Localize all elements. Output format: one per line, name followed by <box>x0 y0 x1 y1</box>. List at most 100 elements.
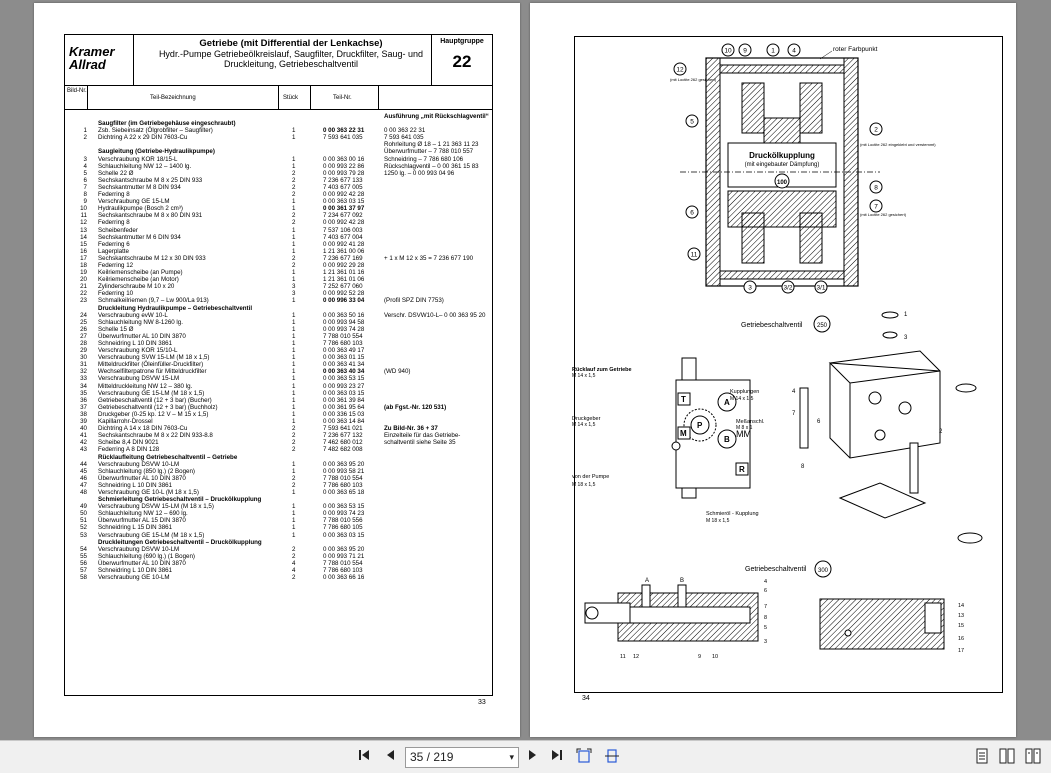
callout-right-7-label: 7 <box>874 204 878 211</box>
row-quantity: 1 <box>292 361 296 369</box>
callout-bottom-2-label: 3/1 <box>816 285 825 292</box>
table-row: 37 Getriebeschaltventil (12 + 3 bar) (Buc… <box>65 404 492 411</box>
row-quantity: 1 <box>292 410 296 418</box>
row-bild-nr: 44 <box>80 460 87 468</box>
document-viewport[interactable]: Kramer Allrad Getriebe (mit Differential… <box>0 0 1051 740</box>
row-bild-nr: 45 <box>80 467 87 475</box>
row-bild-nr: 55 <box>80 552 87 560</box>
callout-e8: 7 <box>792 411 796 417</box>
thread-ruecklauf: M 14 x 1,5 <box>572 373 596 379</box>
row-quantity: 1 <box>292 311 296 319</box>
single-page-view-icon[interactable] <box>973 748 991 766</box>
row-bild-nr: 1 <box>83 127 87 135</box>
row-description: Sechskantschraube M 12 x 30 DIN 933 <box>98 254 206 262</box>
row-bild-nr: 42 <box>80 439 87 447</box>
row-part-number: 0 00 363 03 15 <box>323 531 365 539</box>
row-bild-nr: 28 <box>80 340 87 347</box>
row-quantity: 2 <box>292 481 296 489</box>
row-part-number: 0 00 363 40 34 <box>323 368 365 376</box>
row-bild-nr: 10 <box>80 205 87 213</box>
callout-e6: 2 <box>939 429 943 435</box>
row-part-number: 7 786 680 105 <box>323 524 363 532</box>
row-description: Verschraubung GE 10-LM <box>98 574 170 582</box>
clutch-section-drawing: Druckölkupplung (mit eingebauter Dämpfun… <box>670 46 936 287</box>
page-selector[interactable]: 35 / 219 ▾ <box>405 747 519 768</box>
callout-top-1-label: 1 <box>771 48 775 55</box>
row-description: Verschraubung DSVW 15-LM (M 18 x 1,5) <box>98 503 214 511</box>
row-quantity: 2 <box>292 183 296 191</box>
row-description: Federring 12 <box>98 261 134 269</box>
last-page-icon[interactable] <box>548 748 566 766</box>
two-page-view-icon[interactable] <box>998 748 1016 766</box>
row-description: Dichtring A 22 x 29 DIN 7603-Cu <box>98 134 188 142</box>
row-quantity: 2 <box>292 176 296 184</box>
row-quantity: 1 <box>292 134 296 142</box>
col-teilnr: Teil-Nr. <box>333 95 352 101</box>
row-part-number: 7 786 680 103 <box>323 481 363 489</box>
row-description: Überwurfmutter AL 10 DIN 3870 <box>98 474 186 482</box>
row-bild-nr: 16 <box>80 247 87 255</box>
row-part-number: 7 788 010 554 <box>323 474 363 482</box>
row-description: Zylinderschraube M 10 x 20 <box>98 283 175 291</box>
row-quantity: 2 <box>292 212 296 220</box>
row-description: Getriebeschaltventil (12 + 3 bar) (Buche… <box>98 396 212 404</box>
row-part-number: 0 00 992 42 28 <box>323 219 365 227</box>
chevron-down-icon: ▾ <box>509 752 514 762</box>
row-note: 7 593 641 035 <box>384 134 424 142</box>
row-note: schaltventil siehe Seite 35 <box>384 439 456 447</box>
callout-left-6-label: 6 <box>690 210 694 217</box>
prev-page-icon[interactable] <box>381 748 399 766</box>
row-quantity: 1 <box>292 517 296 525</box>
row-description: Sechskantschraube M 8 x 25 DIN 933 <box>98 176 203 184</box>
callout-s9: 9 <box>698 654 701 660</box>
label-schmieroel: Schmieröl - Kupplung <box>706 511 759 517</box>
row-part-number: 0 00 993 74 28 <box>323 325 365 333</box>
callout-s13: 13 <box>958 613 964 619</box>
row-note: + 1 x M 12 x 35 = 7 236 677 190 <box>384 254 474 262</box>
row-part-number: 7 593 641 035 <box>323 134 363 142</box>
port-p: P <box>697 421 703 430</box>
row-description: Getriebeschaltventil (12 + 3 bar) (Buchh… <box>98 403 218 411</box>
table-row: Schmierleitung Getriebeschaltventil – Dr… <box>65 496 492 503</box>
row-bild-nr: 50 <box>80 510 87 518</box>
loctite-note-7: (mit Loctite 262 gesichert) <box>860 212 907 217</box>
row-bild-nr: 37 <box>80 403 87 411</box>
valve-exploded-drawing: Getriebeschaltventil 250 4 7 8 1 <box>741 311 983 544</box>
row-bild-nr: 27 <box>80 332 87 340</box>
row-quantity: 1 <box>292 155 296 163</box>
callout-left-12-label: 12 <box>676 67 684 74</box>
parts-table-frame: Kramer Allrad Getriebe (mit Differential… <box>64 34 493 696</box>
row-bild-nr: 22 <box>80 290 87 298</box>
callout-top-4: 4 <box>787 43 801 57</box>
fit-width-icon[interactable] <box>603 748 621 766</box>
row-part-number: 1 21 361 01 06 <box>323 276 365 284</box>
fit-page-icon[interactable] <box>575 748 593 766</box>
row-description: Mitteldruckfilter (Öleinfüller-Druckfilt… <box>98 361 204 369</box>
callout-left-12: 12 <box>673 62 687 76</box>
first-page-icon[interactable] <box>355 748 373 766</box>
row-part-number: 0 00 363 66 16 <box>323 574 365 582</box>
row-description: Schmierleitung Getriebeschaltventil – Dr… <box>98 496 262 504</box>
label-druckgeber: Druckgeber <box>572 416 601 422</box>
callout-s7: 7 <box>764 604 767 610</box>
row-quantity: 1 <box>292 247 296 255</box>
row-quantity: 2 <box>292 574 296 582</box>
callout-300: 300 <box>818 568 829 574</box>
callout-right-8-label: 8 <box>874 185 878 192</box>
row-part-number: 7 482 682 008 <box>323 446 363 454</box>
callout-left-5-label: 5 <box>690 119 694 126</box>
grid-view-icon[interactable] <box>1024 748 1042 766</box>
row-description: Schlauchleitung NW 12 – 1400 lg. <box>98 162 192 170</box>
row-description: Saugleitung (Getriebe-Hydraulikpumpe) <box>98 148 215 156</box>
callout-right-7: 7 <box>869 199 883 213</box>
next-page-icon[interactable] <box>524 748 542 766</box>
